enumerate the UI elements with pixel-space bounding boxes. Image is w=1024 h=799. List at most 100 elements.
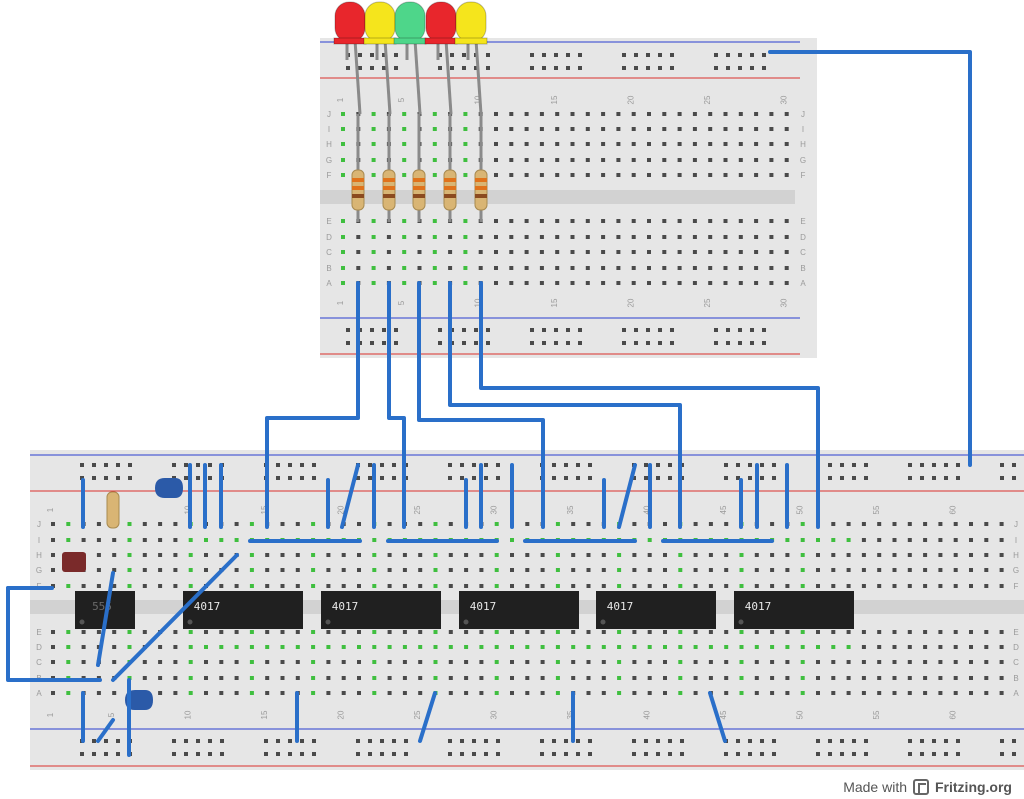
led-body xyxy=(364,1,396,43)
top-grid-hole xyxy=(585,112,590,116)
bottom-rail-hole xyxy=(116,752,120,756)
bottom-row-letter-right: G xyxy=(1013,566,1019,575)
top-rail-hole xyxy=(438,66,442,70)
bottom-grid-hole xyxy=(708,584,713,588)
bottom-grid-hole xyxy=(341,676,346,680)
bottom-rail-hole xyxy=(944,463,948,467)
bottom-grid-hole xyxy=(357,691,361,695)
top-rail-hole xyxy=(542,53,546,57)
bottom-grid-hole xyxy=(938,568,943,572)
bottom-grid-hole xyxy=(525,522,530,526)
bottom-grid-hole xyxy=(617,553,622,557)
bottom-rail-hole xyxy=(276,463,280,467)
top-row-letter-right: C xyxy=(800,248,806,257)
bottom-grid-hole xyxy=(571,645,576,649)
bottom-grid-hole xyxy=(188,553,193,557)
bottom-rail-hole xyxy=(104,752,108,756)
bottom-rail-hole xyxy=(380,476,384,480)
bottom-rail-hole xyxy=(472,476,476,480)
top-grid-hole xyxy=(371,250,376,254)
top-grid-hole xyxy=(601,281,606,285)
top-grid-hole xyxy=(555,235,560,239)
ic-chip-label: 4017 xyxy=(194,600,221,613)
bottom-rail-hole xyxy=(772,752,776,756)
top-rail-hole xyxy=(486,341,490,345)
bottom-rail-hole xyxy=(300,476,304,480)
bottom-rail-hole xyxy=(772,739,776,743)
top-grid-hole xyxy=(402,281,407,285)
bottom-row-letter-left: D xyxy=(36,643,42,652)
bottom-rail-hole xyxy=(920,752,924,756)
bottom-row-letter-right: J xyxy=(1014,520,1018,529)
bottom-grid-hole xyxy=(433,568,438,572)
bottom-grid-hole xyxy=(127,584,132,588)
bottom-grid-hole xyxy=(663,691,667,695)
bottom-rail-hole xyxy=(944,476,948,480)
top-grid-hole xyxy=(616,250,621,254)
bottom-grid-hole xyxy=(923,553,928,557)
bottom-rail-hole xyxy=(80,476,84,480)
top-grid-hole xyxy=(754,250,759,254)
top-rail-hole xyxy=(622,341,626,345)
resistor-band xyxy=(413,178,425,182)
bottom-grid-hole xyxy=(311,584,316,588)
bottom-grid-hole xyxy=(724,553,729,557)
bottom-grid-hole xyxy=(96,630,101,634)
bottom-grid-hole xyxy=(433,584,438,588)
bottom-grid-hole xyxy=(479,584,484,588)
bottom-grid-hole xyxy=(142,522,147,526)
top-grid-hole xyxy=(585,158,590,162)
top-grid-hole xyxy=(784,173,789,177)
bottom-grid-hole xyxy=(265,676,270,680)
bottom-rail-hole xyxy=(368,463,372,467)
bottom-rail-hole xyxy=(184,739,188,743)
bottom-grid-hole xyxy=(249,522,254,526)
bottom-grid-hole xyxy=(433,676,438,680)
top-grid-hole xyxy=(402,112,407,116)
bottom-rail-hole xyxy=(80,752,84,756)
bottom-grid-hole xyxy=(877,522,882,526)
top-rail-hole xyxy=(486,66,490,70)
top-grid-hole xyxy=(677,112,682,116)
bottom-grid-hole xyxy=(295,630,300,634)
top-grid-hole xyxy=(371,158,376,162)
bottom-rail-hole xyxy=(128,476,132,480)
bottom-grid-hole xyxy=(295,645,300,649)
bottom-rail-hole xyxy=(760,739,764,743)
bottom-rail-hole xyxy=(404,752,408,756)
top-grid-hole xyxy=(585,281,590,285)
top-grid-hole xyxy=(432,142,437,146)
bottom-rail-hole xyxy=(92,739,96,743)
bottom-rail-hole xyxy=(644,739,648,743)
bottom-grid-hole xyxy=(816,630,820,634)
bottom-grid-hole xyxy=(953,645,958,649)
ic-pin1-dot xyxy=(738,619,744,625)
bottom-grid-hole xyxy=(601,691,606,695)
ic-chip-label: 4017 xyxy=(332,600,359,613)
bottom-grid-hole xyxy=(571,660,576,664)
bottom-grid-hole xyxy=(938,660,943,664)
bottom-grid-hole xyxy=(678,568,683,572)
bottom-grid-hole xyxy=(999,522,1004,526)
bottom-row-letter-left: H xyxy=(36,551,42,560)
bottom-rail-hole xyxy=(300,739,304,743)
jumper-wire xyxy=(479,281,820,529)
led-lead xyxy=(474,39,483,115)
bottom-grid-hole xyxy=(402,645,407,649)
top-grid-hole xyxy=(692,219,697,223)
bottom-grid-hole xyxy=(754,691,759,695)
bottom-grid-hole xyxy=(204,645,208,649)
top-row-letter-left: G xyxy=(326,156,332,165)
bottom-rail-hole xyxy=(920,476,924,480)
bottom-grid-hole xyxy=(372,584,377,588)
bottom-grid-hole xyxy=(969,568,973,572)
bottom-column-number: 10 xyxy=(184,710,193,719)
top-grid-hole xyxy=(784,250,789,254)
bottom-grid-hole xyxy=(678,630,683,634)
top-grid-hole xyxy=(371,281,376,285)
bottom-grid-hole xyxy=(861,645,866,649)
top-grid-hole xyxy=(677,281,682,285)
fritzing-credit[interactable]: Made with Fritzing.org xyxy=(843,779,1012,795)
bottom-column-number: 15 xyxy=(260,505,269,514)
bottom-grid-hole xyxy=(464,630,469,634)
